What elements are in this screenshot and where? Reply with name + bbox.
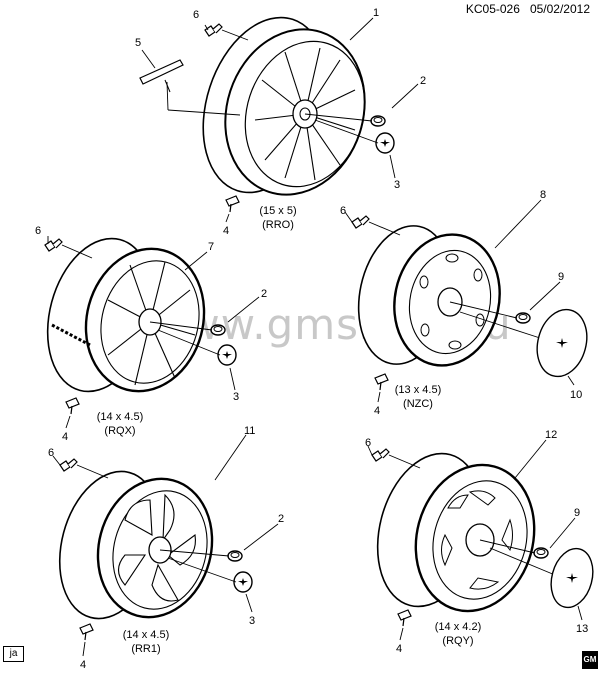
valve-stem-lower-icon — [374, 373, 389, 391]
wheel-rr1 — [58, 470, 214, 620]
callout-5: 5 — [135, 37, 141, 49]
callout-2: 2 — [420, 75, 426, 87]
callout-12: 12 — [545, 429, 557, 441]
center-cap-icon — [375, 132, 395, 154]
wheel-nzc — [357, 225, 501, 367]
callout-3c: 3 — [249, 615, 255, 627]
callout-4e: 4 — [396, 643, 402, 655]
gm-logo: GM — [582, 651, 598, 669]
wheel-rro-size: (15 x 5) — [259, 205, 296, 217]
callout-6d: 6 — [48, 447, 54, 459]
wheel-rqx-code: (RQX) — [104, 425, 135, 437]
valve-stem-lower-icon — [65, 397, 80, 415]
balance-weight — [139, 59, 184, 85]
lug-nut-icon — [210, 324, 226, 336]
callout-3: 3 — [394, 179, 400, 191]
wheel-rqx — [46, 237, 206, 393]
hub-cap-icon — [550, 547, 594, 609]
wheel-rro-code: (RRO) — [262, 219, 294, 231]
valve-stem-lower-icon — [225, 195, 240, 213]
callout-4: 4 — [223, 225, 229, 237]
callout-9: 9 — [558, 271, 564, 283]
diagram-date: 05/02/2012 — [529, 2, 590, 16]
callout-3b: 3 — [233, 391, 239, 403]
wheel-rro — [202, 16, 366, 196]
callout-9b: 9 — [574, 507, 580, 519]
center-cap-icon — [233, 571, 253, 593]
wheel-rqy-code: (RQY) — [442, 635, 473, 647]
callout-11: 11 — [244, 425, 255, 437]
hub-cap-icon — [536, 308, 588, 378]
valve-stem-icon — [371, 448, 390, 462]
wheel-rqy — [376, 452, 536, 613]
wheel-nzc-size: (13 x 4.5) — [395, 384, 441, 396]
diagram-code: KC05-026 — [465, 2, 520, 16]
valve-stem-icon — [351, 215, 370, 229]
callout-4c: 4 — [374, 405, 380, 417]
corner-tag: ja — [3, 646, 24, 662]
callout-8: 8 — [540, 189, 546, 201]
wheel-rqy-size: (14 x 4.2) — [435, 621, 481, 633]
lug-nut-icon — [533, 547, 549, 559]
valve-stem-icon — [59, 458, 78, 472]
wheel-nzc-code: (NZC) — [403, 398, 433, 410]
callout-13: 13 — [576, 623, 588, 635]
callout-6e: 6 — [365, 437, 371, 449]
callout-4b: 4 — [62, 431, 68, 443]
center-cap-icon — [217, 344, 237, 366]
callout-6: 6 — [193, 9, 199, 21]
wheel-rr1-code: (RR1) — [131, 643, 160, 655]
callout-10: 10 — [570, 389, 582, 401]
callout-2b: 2 — [261, 288, 267, 300]
valve-stem-lower-icon — [79, 623, 94, 641]
callout-6c: 6 — [340, 205, 346, 217]
lug-nut-icon — [515, 312, 531, 324]
callout-6b: 6 — [35, 225, 41, 237]
valve-stem-lower-icon — [397, 609, 412, 627]
diagram-header: KC05-026 05/02/2012 — [466, 2, 590, 16]
wheel-rr1-size: (14 x 4.5) — [123, 629, 169, 641]
callout-7: 7 — [208, 241, 214, 253]
callout-2c: 2 — [278, 513, 284, 525]
wheel-rqx-size: (14 x 4.5) — [97, 411, 143, 423]
lug-nut-icon — [227, 550, 243, 562]
callout-1: 1 — [373, 7, 379, 19]
lug-nut-icon — [370, 115, 386, 127]
callout-4d: 4 — [80, 659, 86, 671]
